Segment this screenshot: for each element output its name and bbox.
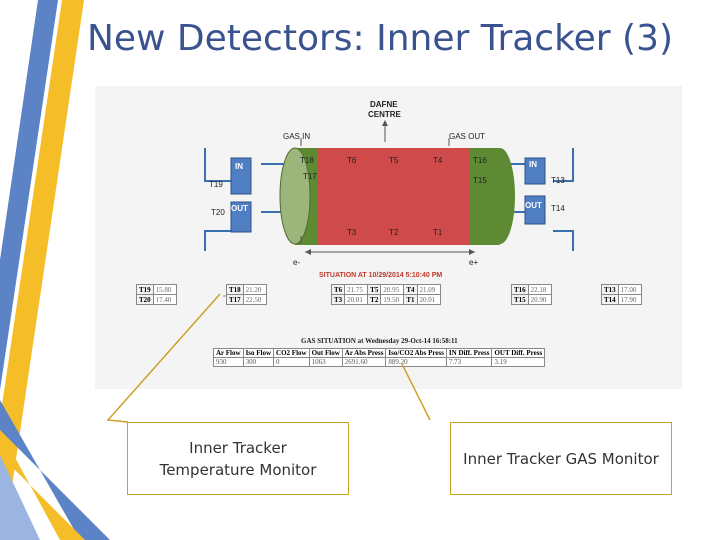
sensor-t3: T3 xyxy=(347,228,357,237)
sensor-t13: T13 xyxy=(551,176,565,185)
left-out-box-label: OUT xyxy=(231,204,248,213)
right-out-box-label: OUT xyxy=(525,201,542,210)
yellow-stripe xyxy=(0,0,84,540)
sensor-t4: T4 xyxy=(433,156,443,165)
temperature-callout-line-2: Temperature Monitor xyxy=(159,460,317,479)
left-in-box xyxy=(230,157,252,195)
sensor-t16: T16 xyxy=(473,156,487,165)
cylinder-right-cap xyxy=(485,148,515,244)
lightblue-corner xyxy=(0,455,40,540)
gas-in-label: GAS IN xyxy=(283,132,311,141)
table-cell: 20.01 xyxy=(416,294,441,305)
table-cell: 20.90 xyxy=(527,294,552,305)
dafne-label-1: DAFNE xyxy=(370,100,398,109)
blue-stripe xyxy=(0,0,58,390)
beam-arrow-right xyxy=(469,249,475,255)
sensor-t19: T19 xyxy=(209,180,223,189)
temperature-callout-line-1: Inner Tracker xyxy=(189,438,287,457)
right-out-box xyxy=(524,195,546,225)
table-cell: 3.19 xyxy=(491,357,546,367)
sensor-t5: T5 xyxy=(389,156,399,165)
dafne-arrowhead xyxy=(382,120,388,126)
left-in-box-label: IN xyxy=(235,162,243,171)
gas-callout-label: Inner Tracker GAS Monitor xyxy=(463,449,659,468)
right-in-pipe xyxy=(553,148,574,182)
sensor-t20: T20 xyxy=(211,208,225,217)
temperature-connector xyxy=(106,293,221,423)
right-out-pipe xyxy=(553,230,574,251)
situation-timestamp: SITUATION AT 10/29/2014 5:10:40 PM xyxy=(319,272,443,279)
sensor-t14: T14 xyxy=(551,204,565,213)
sensor-t15: T15 xyxy=(473,176,487,185)
right-in-box xyxy=(524,157,546,185)
gas-out-label: GAS OUT xyxy=(449,132,486,141)
gas-table: Ar Flow Iso Flow CO2 Flow Out Flow Ar Ab… xyxy=(213,348,546,367)
sensor-t18: T18 xyxy=(300,156,314,165)
sensor-t1: T1 xyxy=(433,228,443,237)
table-cell: T2 xyxy=(367,294,382,305)
right-in-box-label: IN xyxy=(529,160,537,169)
monitor-screenshot: DAFNE CENTRE GAS IN GAS OUT IN OUT IN OU… xyxy=(95,86,682,389)
table-cell: 2691.60 xyxy=(341,357,387,367)
cylinder-left-cap xyxy=(279,147,311,245)
left-in-pipe xyxy=(204,148,231,182)
left-out-pipe xyxy=(204,230,231,251)
cylinder-body xyxy=(295,148,500,245)
table-cell: 1063 xyxy=(308,357,343,367)
table-cell: T3 xyxy=(330,294,346,305)
sensor-t2: T2 xyxy=(389,228,399,237)
page-title: New Detectors: Inner Tracker (3) xyxy=(86,18,674,59)
gas-monitor-callout: Inner Tracker GAS Monitor xyxy=(450,422,672,495)
tracker-diagram xyxy=(204,120,574,297)
gas-situation-title: GAS SITUATION at Wednesday 29-Oct-14 16:… xyxy=(301,337,458,345)
dafne-label-2: CENTRE xyxy=(368,110,401,119)
table-row: 930 300 0 1063 2691.60 889.20 7.73 3.19 xyxy=(213,357,546,367)
table-cell: 22.50 xyxy=(242,294,267,305)
sensor-t6: T6 xyxy=(347,156,357,165)
gas-connector xyxy=(401,363,431,421)
temperature-monitor-callout: Inner Tracker Temperature Monitor xyxy=(127,422,349,495)
table-cell: 300 xyxy=(242,357,275,367)
table-cell: T1 xyxy=(403,294,418,305)
table-cell: 889.20 xyxy=(385,357,447,367)
table-cell: 17.40 xyxy=(152,294,177,305)
beam-arrow-left xyxy=(305,249,311,255)
sensor-t17: T17 xyxy=(303,172,317,181)
e-plus-label: e+ xyxy=(469,258,479,267)
table-cell: 17.90 xyxy=(617,294,642,305)
left-out-box xyxy=(230,201,252,233)
e-minus-label: e- xyxy=(293,258,301,267)
